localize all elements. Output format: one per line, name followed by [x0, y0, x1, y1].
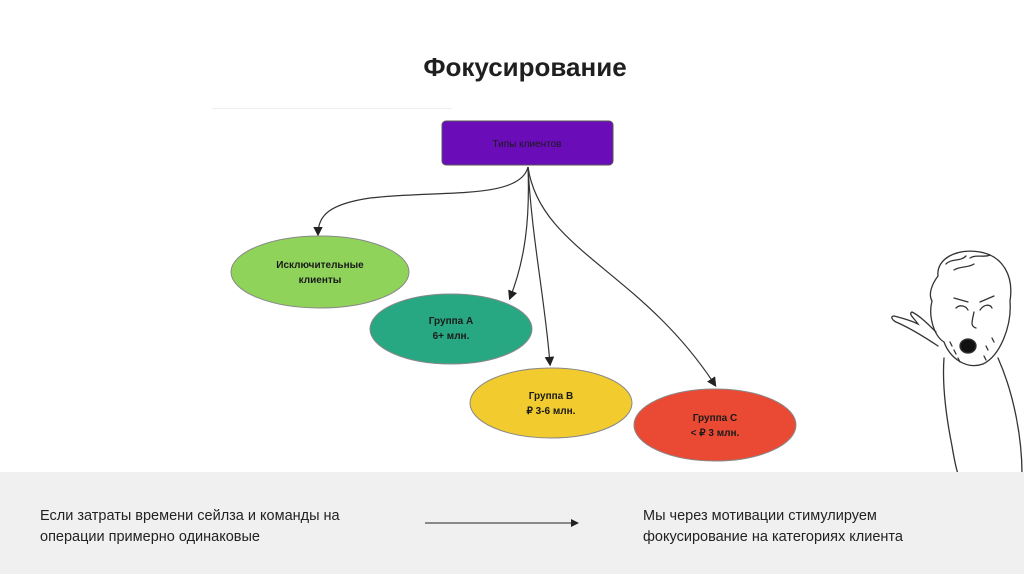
page-title: Фокусирование	[423, 52, 627, 82]
node-group-b-line2: ₽ 3-6 млн.	[527, 406, 576, 417]
node-group-c-line2: < ₽ 3 млн.	[691, 428, 740, 439]
connector-exclusive	[313, 166, 529, 237]
node-group-c	[633, 388, 797, 462]
condition-line-2: операции примерно одинаковые	[40, 529, 260, 545]
arrow-right-icon	[425, 519, 579, 527]
connector-group-a	[508, 166, 530, 301]
result-line-1: Мы через мотивации стимулируем	[643, 508, 877, 524]
root-node-label: Типы клиентов	[493, 139, 562, 150]
condition-line-1: Если затраты времени сейлза и команды на	[40, 508, 340, 524]
result-line-2: фокусирование на категориях клиента	[643, 529, 903, 545]
node-group-a	[369, 293, 533, 365]
node-exclusive-line1: Исключительные	[276, 260, 364, 271]
node-exclusive-clients	[230, 235, 410, 309]
divider	[212, 108, 452, 109]
node-exclusive-line2: клиенты	[299, 275, 342, 286]
node-group-b	[469, 367, 633, 439]
pointing-character-icon	[891, 250, 1023, 474]
connector-group-c	[527, 166, 717, 388]
root-node	[441, 120, 614, 166]
node-group-a-line2: 6+ млн.	[433, 331, 470, 342]
node-group-c-line1: Группа С	[693, 413, 737, 424]
node-group-b-line1: Группа В	[529, 391, 573, 402]
result-text: Мы через мотивации стимулируем фокусиров…	[643, 506, 983, 548]
connector-group-b	[527, 166, 555, 367]
node-group-a-line1: Группа А	[429, 316, 473, 327]
condition-text: Если затраты времени сейлза и команды на…	[40, 506, 420, 548]
